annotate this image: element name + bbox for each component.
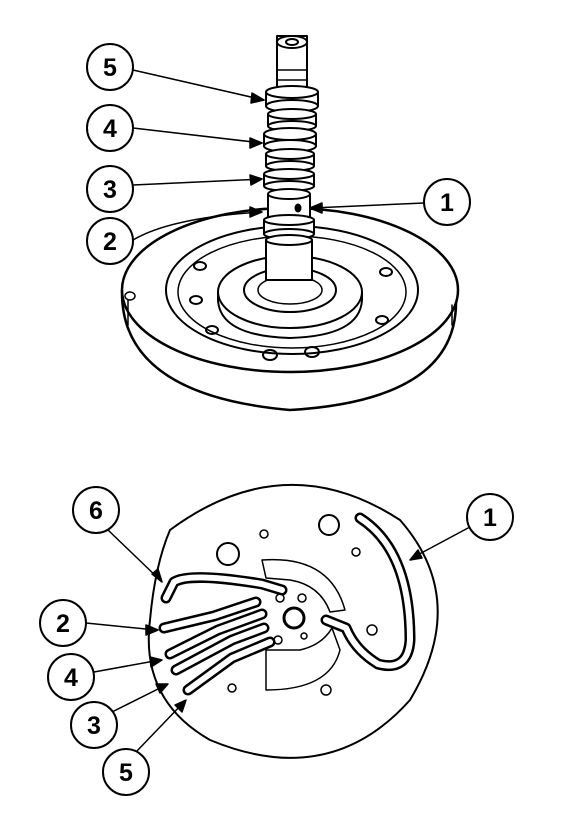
base-plate — [120, 206, 460, 412]
callout-2-bottom: 2 — [39, 599, 87, 647]
svg-text:1: 1 — [440, 189, 454, 217]
callout-4-top: 4 — [86, 104, 134, 152]
callout-4-bottom: 4 — [47, 653, 95, 701]
callout-3-bottom: 3 — [70, 701, 118, 749]
svg-text:4: 4 — [64, 664, 78, 692]
callout-1-bottom: 1 — [466, 493, 514, 541]
svg-text:3: 3 — [103, 176, 117, 204]
svg-text:2: 2 — [103, 228, 117, 256]
bottom-callouts: 6 2 4 3 5 1 — [39, 486, 514, 796]
callout-3-top: 3 — [86, 165, 134, 213]
fluid-passages-inner — [161, 515, 413, 693]
bottom-leaders — [85, 527, 469, 753]
svg-text:1: 1 — [483, 504, 497, 532]
svg-text:2: 2 — [56, 610, 70, 638]
top-view: 5 4 3 2 1 — [86, 35, 471, 412]
shaft — [263, 35, 319, 281]
callout-5-top: 5 — [86, 43, 134, 91]
callout-6-bottom: 6 — [72, 486, 120, 534]
top-leaders — [132, 69, 425, 241]
svg-text:4: 4 — [103, 115, 117, 143]
callout-2-top: 2 — [86, 217, 134, 265]
svg-text:3: 3 — [87, 712, 101, 740]
top-callouts: 5 4 3 2 1 — [86, 43, 471, 265]
svg-text:5: 5 — [103, 54, 117, 82]
callout-5-bottom: 5 — [102, 748, 150, 796]
bottom-view: 6 2 4 3 5 1 — [39, 483, 514, 796]
seal-ring-stack — [263, 85, 319, 281]
svg-text:6: 6 — [89, 497, 103, 525]
oil-port-dot — [294, 203, 302, 213]
callout-1-top: 1 — [423, 178, 471, 226]
svg-text:5: 5 — [119, 759, 133, 787]
